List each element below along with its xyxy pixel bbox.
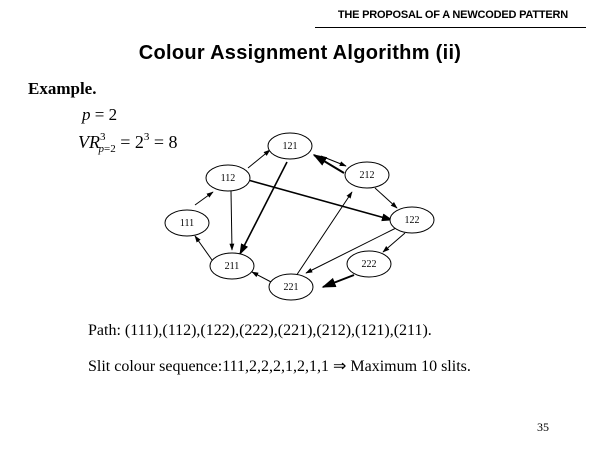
header-rule	[315, 27, 586, 28]
node-122: 122	[389, 206, 435, 234]
node-label: 212	[360, 170, 375, 181]
edge-211-111	[194, 235, 213, 261]
example-label: Example.	[28, 79, 97, 98]
node-label: 112	[221, 173, 236, 184]
equation-vr-equals: = 2	[115, 132, 144, 152]
equation-p: p = 2	[82, 105, 117, 125]
equation-p-var: p	[82, 105, 91, 124]
slit-text-suffix: Maximum 10 slits.	[350, 358, 471, 375]
slide-header: THE PROPOSAL OF A NEWCODED PATTERN	[0, 0, 600, 30]
node-label: 122	[405, 215, 420, 226]
node-label: 111	[180, 218, 194, 229]
node-label: 222	[362, 259, 377, 270]
edge-121-211	[239, 161, 288, 255]
slit-sequence: Slit colour sequence:111,2,2,2,1,2,1,1 ⇒…	[88, 356, 471, 376]
edge-222-221	[321, 274, 355, 288]
edge-212-122	[374, 187, 398, 209]
graph-edges	[194, 149, 406, 288]
edge-221-212	[295, 191, 353, 277]
node-label: 121	[283, 141, 298, 152]
edge-122-221	[305, 227, 397, 274]
equation-vr-result: = 8	[149, 132, 178, 152]
equation-vr-power: 3	[143, 131, 150, 143]
node-121: 121	[267, 132, 313, 160]
node-221: 221	[268, 273, 314, 301]
node-label: 211	[225, 261, 240, 272]
node-112: 112	[205, 164, 251, 192]
equation-vr-superscript: 3	[100, 131, 106, 143]
node-211: 211	[209, 252, 255, 280]
equation-p-rest: = 2	[90, 105, 118, 124]
equation-vr-subscript-rest: =2	[104, 143, 116, 155]
edge-112-122	[247, 179, 394, 222]
node-222: 222	[346, 250, 392, 278]
implies-arrow-icon: ⇒	[333, 358, 347, 375]
edge-111-112	[194, 191, 214, 206]
equation-vr: VR3p=2 = 23 = 8	[78, 131, 178, 155]
edge-112-211	[229, 190, 235, 251]
graph-nodes: 121 212 112 122 111 222 211 221	[164, 132, 435, 301]
node-212: 212	[344, 161, 390, 189]
equation-vr-symbol: VR	[78, 132, 100, 152]
edge-112-121	[247, 149, 271, 169]
header-text: THE PROPOSAL OF A NEWCODED PATTERN	[337, 9, 568, 21]
slit-text-prefix: Slit colour sequence:111,2,2,2,1,2,1,1	[88, 358, 329, 375]
path-text: Path: (111),(112),(122),(222),(221),(212…	[88, 322, 432, 339]
node-label: 221	[284, 282, 299, 293]
edge-122-222	[382, 232, 406, 253]
edge-221-211	[251, 271, 274, 284]
slide-title: Colour Assignment Algorithm (ii)	[138, 42, 462, 64]
edge-212-121	[312, 154, 345, 174]
node-111: 111	[164, 209, 210, 237]
equation-vr-subscript-var: p	[98, 143, 105, 155]
page-number: 35	[537, 420, 549, 434]
